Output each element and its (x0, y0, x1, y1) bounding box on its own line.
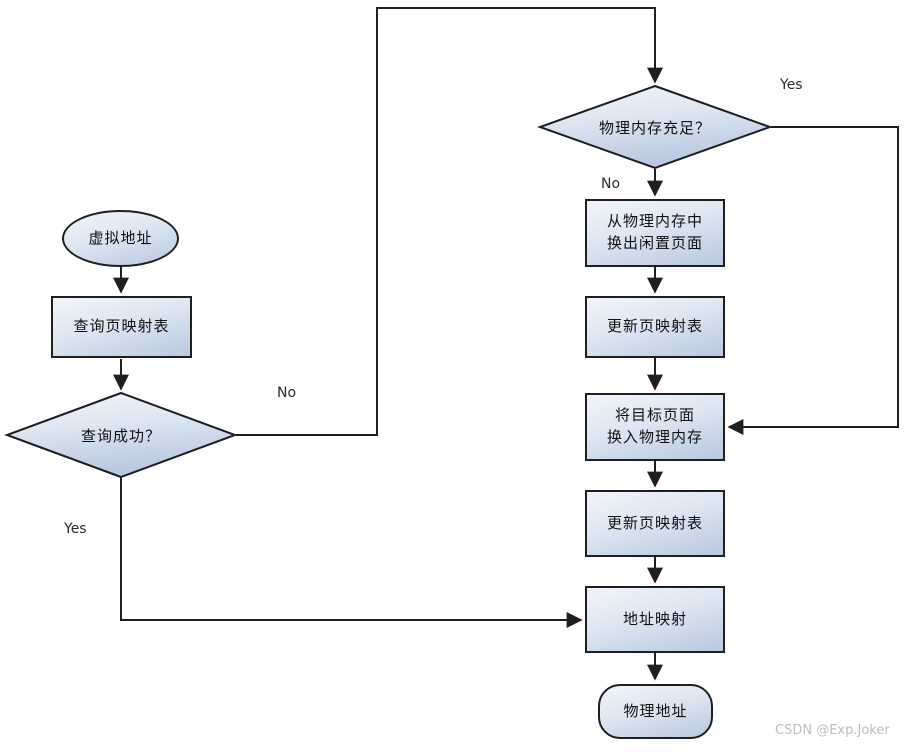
edge-label-memory-sufficient-no: No (601, 176, 621, 192)
node-query-page-table: 查询页映射表 (51, 296, 192, 358)
connector-memory-yes-to-swapin (727, 126, 899, 435)
connector-success-yes-to-mapping (120, 478, 583, 628)
watermark-text: CSDN @Exp.Joker (775, 723, 890, 738)
decision-query-success-label: 查询成功？ (80, 426, 161, 445)
edge-label-query-success-no: No (277, 385, 297, 401)
node-swap-in-target-page: 将目标页面 换入物理内存 (585, 393, 725, 461)
node-virtual-address: 虚拟地址 (62, 210, 179, 267)
connector-success-no-to-memory (236, 7, 663, 436)
decision-query-success-shape (4, 391, 238, 479)
edge-label-memory-sufficient-yes: Yes (780, 77, 803, 93)
node-physical-address: 物理地址 (598, 684, 713, 739)
node-update-page-table-2: 更新页映射表 (585, 490, 725, 557)
node-update-page-table-1: 更新页映射表 (585, 296, 725, 358)
node-swap-out-idle-page: 从物理内存中 换出闲置页面 (585, 199, 725, 267)
decision-memory-sufficient-shape (537, 84, 773, 170)
edge-label-query-success-yes: Yes (64, 521, 87, 537)
decision-memory-sufficient-label: 物理内存充足？ (598, 118, 711, 137)
node-address-mapping: 地址映射 (585, 586, 725, 653)
